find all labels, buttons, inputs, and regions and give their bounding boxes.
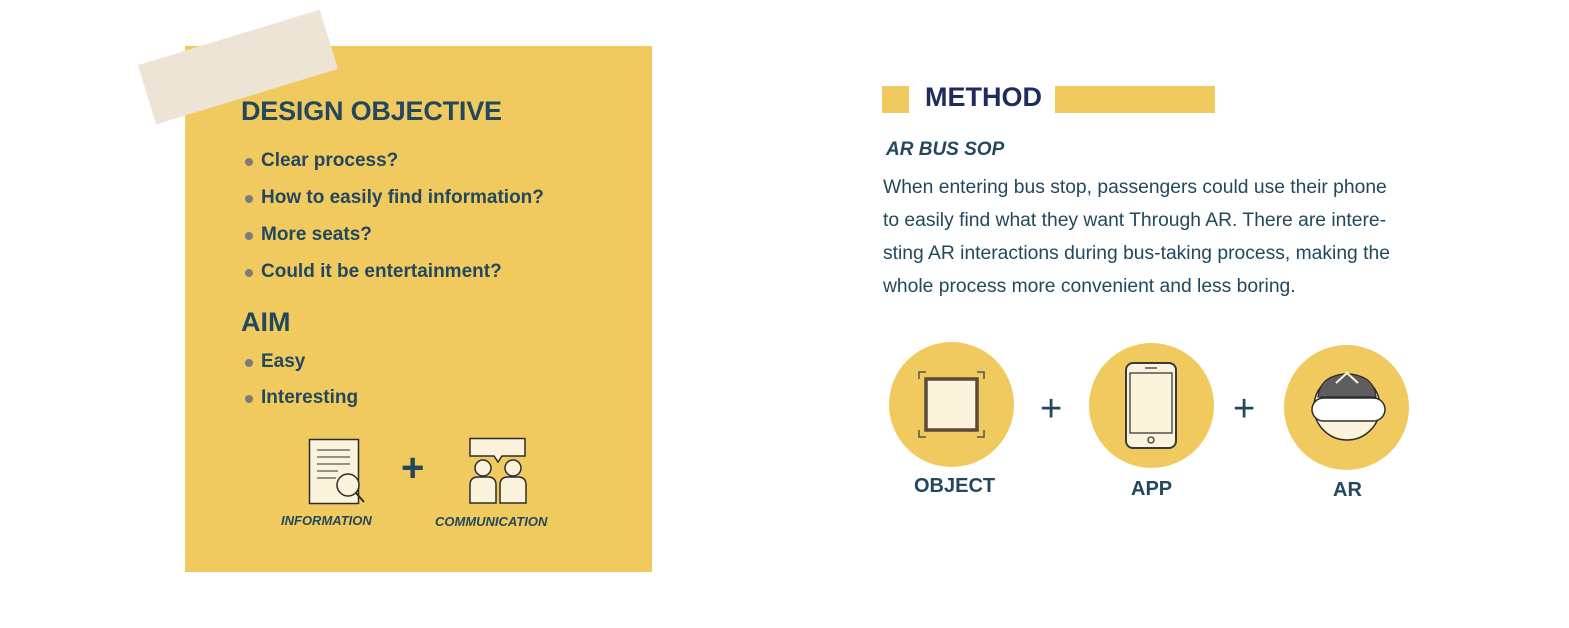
people-speech-icon (469, 437, 527, 504)
list-item: Interesting (244, 387, 358, 423)
bullet-dot (245, 269, 253, 277)
frame-target-icon (918, 371, 985, 438)
list-item: More seats? (244, 224, 544, 261)
object-label: OBJECT (914, 475, 996, 497)
app-label: APP (1131, 478, 1173, 500)
ar-circle (1284, 345, 1409, 470)
list-item-text: Clear process? (261, 150, 399, 171)
list-item-text: Easy (261, 351, 306, 372)
aim-list: Easy Interesting (244, 351, 358, 423)
design-objective-list: Clear process? How to easily find inform… (244, 150, 544, 298)
app-circle (1089, 343, 1214, 468)
list-item-text: Could it be entertainment? (261, 261, 502, 282)
design-objective-heading: DESIGN OBJECTIVE (241, 96, 502, 126)
list-item: Easy (244, 351, 358, 387)
design-objective-card (185, 46, 652, 572)
vr-headset-person-icon (1311, 371, 1386, 441)
plus-sign: + (401, 446, 425, 490)
method-description: When entering bus stop, passengers could… (883, 171, 1443, 303)
list-item: How to easily find information? (244, 187, 544, 224)
method-accent-square (882, 86, 909, 113)
bullet-dot (245, 158, 253, 166)
list-item-text: More seats? (261, 224, 372, 245)
object-circle (889, 342, 1014, 467)
list-item: Could it be entertainment? (244, 261, 544, 298)
list-item-text: How to easily find information? (261, 187, 544, 208)
communication-label: COMMUNICATION (435, 514, 548, 529)
plus-sign: + (1233, 388, 1256, 430)
aim-heading: AIM (241, 307, 291, 337)
ar-label: AR (1333, 479, 1362, 501)
bullet-dot (245, 359, 253, 367)
description-line: to easily find what they want Through AR… (883, 210, 1387, 231)
bullet-dot (245, 195, 253, 203)
bullet-dot (245, 395, 253, 403)
method-subtitle: AR BUS SOP (886, 139, 1005, 160)
smartphone-icon (1125, 362, 1177, 449)
document-search-icon (308, 438, 365, 505)
bullet-dot (245, 232, 253, 240)
list-item: Clear process? (244, 150, 544, 187)
information-label: INFORMATION (281, 513, 372, 528)
description-line: sting AR interactions during bus-taking … (883, 243, 1390, 264)
description-line: whole process more convenient and less b… (883, 276, 1296, 297)
description-line: When entering bus stop, passengers could… (883, 177, 1387, 198)
method-heading: METHOD (925, 82, 1042, 112)
method-accent-bar (1055, 86, 1215, 113)
list-item-text: Interesting (261, 387, 359, 408)
plus-sign: + (1040, 388, 1063, 430)
